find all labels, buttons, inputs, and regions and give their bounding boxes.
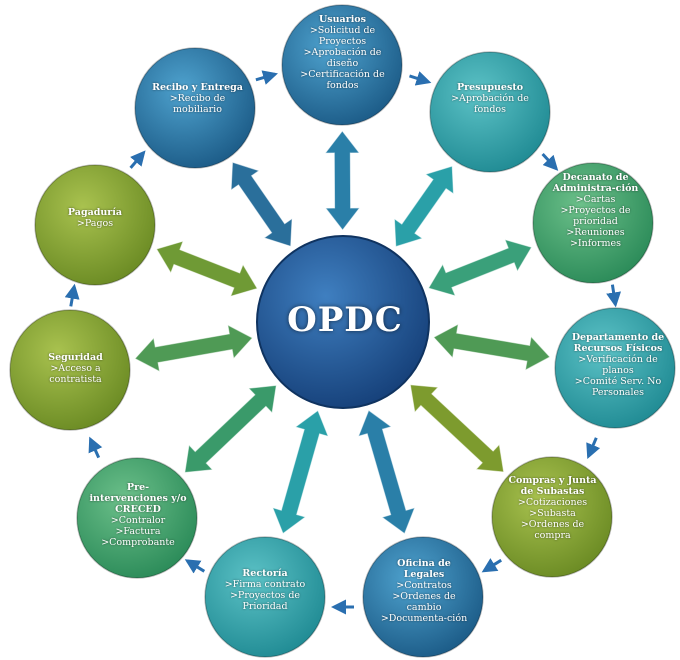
flow-arrow-decanato [606,284,622,308]
flow-arrow-pre-intervenciones [88,436,103,459]
node-circle-pre-intervenciones [76,457,198,579]
node-circle-legales [362,536,484,658]
flow-arrow-presupuesto [541,152,559,171]
node-circles [9,4,676,658]
node-circle-rectoria [204,536,326,658]
connector-arrow-recibo [230,161,293,247]
connector-arrow-rectoria [271,409,330,535]
connector-arrow-legales [357,409,416,535]
node-circle-recursos-fisicos [554,307,676,429]
flow-arrow-rectoria [184,559,206,574]
node-circle-compras [491,456,613,578]
node-circle-pagaduria [34,164,156,286]
center-circle [256,235,430,409]
flow-arrow-pagaduria [129,150,146,169]
connector-arrow-pagaduria [155,240,259,298]
connector-arrow-presupuesto [393,165,455,248]
node-circle-decanato [532,162,654,284]
flow-arrow-compras [481,558,502,573]
connector-arrow-usuarios [324,130,361,231]
connector-arrow-recursos-fisicos [432,323,551,372]
flow-arrow-seguridad [64,283,80,307]
center-label: OPDC [287,300,403,340]
connectors [134,130,551,535]
flow-arrow-recursos-fisicos [586,437,601,459]
flow-arrow-usuarios [409,71,432,86]
connector-arrow-seguridad [134,324,254,373]
connector-arrow-compras [409,384,505,473]
connector-arrow-decanato [427,238,533,297]
flow-arrow-recibo [255,70,278,85]
flow-arrows [64,70,622,615]
node-circle-usuarios [281,4,403,126]
node-circle-presupuesto [429,51,551,173]
node-circle-recibo [134,47,256,169]
node-circle-seguridad [9,309,131,431]
connector-arrow-pre-intervenciones [184,384,277,474]
